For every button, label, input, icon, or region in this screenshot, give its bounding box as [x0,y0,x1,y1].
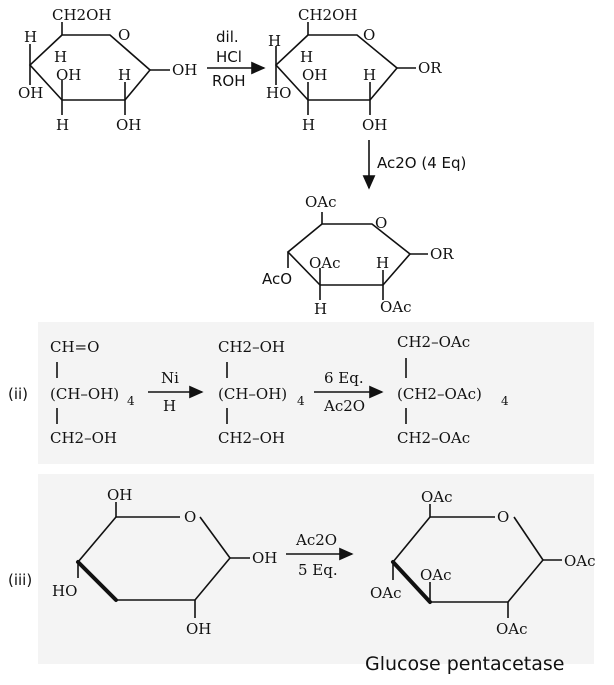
caption-pentacetate: Glucose pentacetase [365,653,564,675]
reduction-bot: H [163,397,176,415]
g2-h-bot: H [302,116,315,134]
g1-ch2oh: CH2OH [52,6,111,24]
g1-h-bot: H [56,116,69,134]
g1-oh-left: OH [18,84,43,102]
reduction-top: Ni [161,369,179,387]
g1-oh-right: OH [172,61,197,79]
g2-or-right: OR [418,59,442,77]
g2-o: O [363,26,375,44]
acetate-ring [286,212,428,300]
g5-oac-left: OAc [370,584,402,602]
svg-text:4: 4 [127,394,135,408]
label-iii: (iii) [8,571,32,589]
g1-o: O [118,26,130,44]
acetyl3-top: Ac2O [295,531,337,549]
svg-text:CH2–OH: CH2–OH [218,429,285,447]
g1-oh-mid: OH [56,66,81,84]
g2-oh-bot: OH [362,116,387,134]
g2-h2: H [363,66,376,84]
svg-text:CH2–OAc: CH2–OAc [397,429,470,447]
svg-text:CH=O: CH=O [50,338,99,356]
glucose-open-chain: CH=O (CH–OH) 4 CH2–OH [50,338,135,447]
arrow2-label: Ac2O (4 Eq) [377,154,466,172]
sorbitol: CH2–OH (CH–OH) 4 CH2–OH [218,338,305,447]
glucose-chair [76,502,250,618]
g2-h1: H [300,48,313,66]
arrow1-bot: ROH [212,72,246,90]
g2-h-left: H [268,32,281,50]
svg-text:(CH2–OAc): (CH2–OAc) [397,385,482,403]
g3-aco-left: AcO [262,270,292,288]
g4-oh-top: OH [107,486,132,504]
g1-oh-bot: OH [116,116,141,134]
g1-h1: H [54,48,67,66]
g3-oac-mid: OAc [309,254,341,272]
g2-ch2oh: CH2OH [298,6,357,24]
acetyl3-bot: 5 Eq. [298,561,338,579]
svg-text:CH2–OH: CH2–OH [50,429,117,447]
g5-o: O [497,508,509,526]
g3-h: H [376,254,389,272]
reaction-iii-band [38,474,594,664]
glucose-pentaacetate [391,504,562,618]
g2-oh-mid: OH [302,66,327,84]
arrow1-mid: HCl [216,48,242,66]
g5-oac-mid: OAc [420,566,452,584]
acetyl2-bot: Ac2O [323,397,365,415]
svg-text:CH2–OH: CH2–OH [218,338,285,356]
g5-oac-bot: OAc [496,620,528,638]
svg-text:CH2–OAc: CH2–OAc [397,333,470,351]
g3-oac-bot: OAc [380,298,412,316]
reaction-ii-band [38,322,594,464]
g3-oac-top: OAc [305,193,337,211]
g5-oac-top: OAc [421,488,453,506]
g1-h-left: H [24,28,37,46]
arrow1-top: dil. [216,28,239,46]
g2-ho-left: HO [266,84,291,102]
g4-oh-right: OH [252,549,277,567]
svg-text:4: 4 [501,394,509,408]
svg-text:(CH–OH): (CH–OH) [50,385,119,403]
sorbitol-hexaacetate: CH2–OAc (CH2–OAc) 4 CH2–OAc [397,333,509,447]
acetyl2-top: 6 Eq. [324,369,364,387]
g4-oh-bot: OH [186,620,211,638]
g3-or-right: OR [430,245,454,263]
g4-ho-left: HO [52,582,77,600]
g3-h-bot: H [314,300,327,318]
g5-oac-right: OAc [564,552,596,570]
svg-text:(CH–OH): (CH–OH) [218,385,287,403]
g1-h2: H [118,66,131,84]
svg-text:4: 4 [297,394,305,408]
glucose-ring-1 [28,22,170,115]
label-ii: (ii) [8,385,28,403]
g3-o: O [375,214,387,232]
g4-o: O [184,508,196,526]
glycoside-ring [274,22,416,115]
